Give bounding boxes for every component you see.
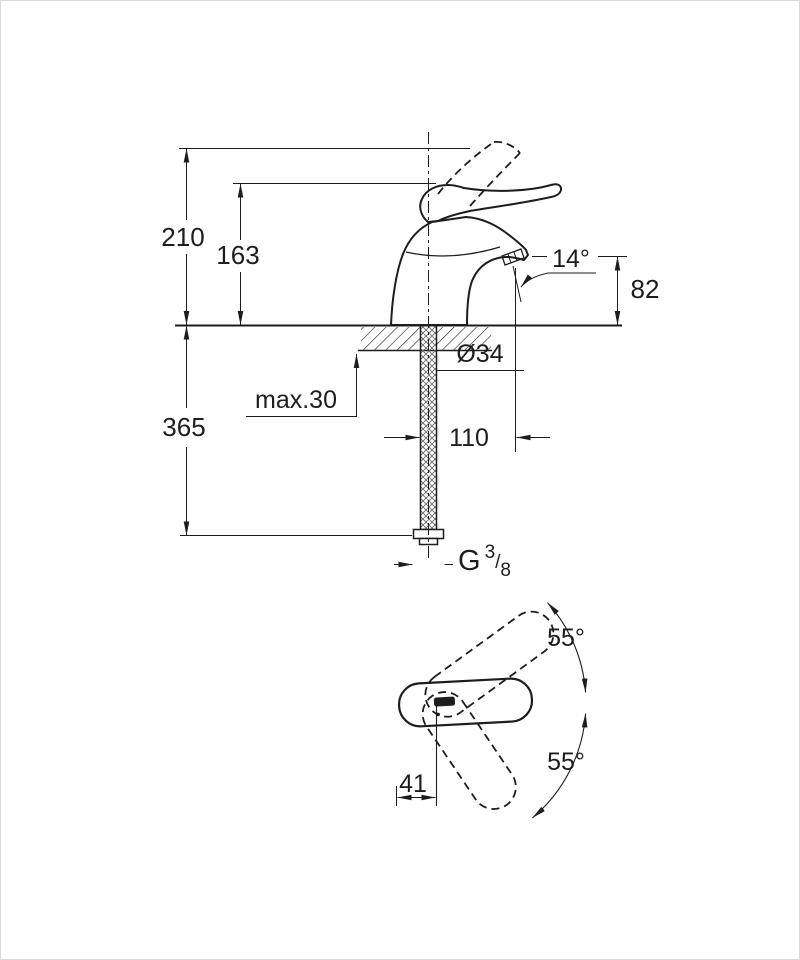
faucet-body: [390, 216, 529, 326]
swing-up-angle-label: 55°: [547, 624, 585, 652]
dimension-handle-offset: 41: [396, 770, 436, 806]
dim-total-height-label: 210: [161, 222, 204, 252]
annotation-hole-diameter: Ø34: [437, 340, 524, 371]
max-deck-thickness-label: max.30: [255, 386, 337, 414]
dimension-spout-height: 82: [532, 256, 660, 325]
handle-top-view: 55° 55° 41: [396, 602, 588, 819]
dimension-hose-length: 365: [162, 325, 412, 536]
aerator-hatch-2: [513, 251, 518, 262]
hole-diameter-label: Ø34: [456, 340, 503, 368]
dim-hose-length-label: 365: [162, 412, 205, 442]
swing-up-arc: [547, 602, 588, 693]
dimension-spout-reach: 110: [384, 424, 550, 452]
handle-swung-down-outline: [421, 691, 517, 810]
aerator: [501, 248, 525, 266]
thread-slash: /: [495, 552, 501, 573]
handle-raised-position: [437, 140, 521, 207]
dim-spout-reach-label: 110: [449, 424, 489, 452]
swing-down-arc: [532, 713, 588, 819]
handle-lever: [419, 183, 562, 223]
center-lines: [428, 132, 516, 560]
swing-down-angle-label: 55°: [547, 748, 585, 776]
annotation-spout-angle: 14°: [520, 245, 596, 288]
body-seam-line: [405, 246, 501, 257]
dimension-handle-height: 163: [216, 183, 436, 325]
dimension-total-height: 210: [161, 148, 470, 325]
dim-handle-height-label: 163: [216, 240, 259, 270]
thread-denominator: 8: [500, 560, 511, 581]
handle-swung-up-outline: [424, 610, 555, 718]
faucet-side-view: [390, 140, 562, 326]
thread-numerator: 3: [485, 542, 496, 563]
annotation-max-deck-thickness: max.30: [246, 354, 360, 417]
dim-spout-height-label: 82: [631, 274, 660, 304]
counter-section: [175, 324, 622, 352]
handle-plan-outline: [397, 677, 534, 728]
water-stream-line: [512, 265, 522, 303]
aerator-hatch-1: [507, 253, 512, 264]
handle-logo-mark: [433, 696, 456, 707]
dim-handle-offset-label: 41: [399, 770, 427, 798]
thread-prefix: G: [458, 545, 481, 577]
spout-angle-label: 14°: [552, 245, 590, 273]
